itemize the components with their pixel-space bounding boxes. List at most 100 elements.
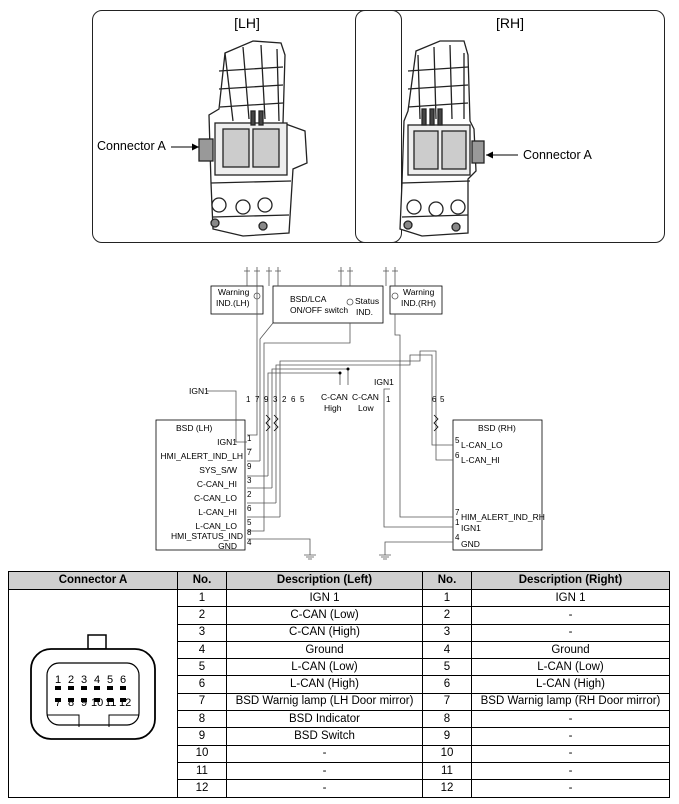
row-description-left: - bbox=[226, 779, 423, 798]
header-connector: Connector A bbox=[8, 571, 178, 590]
bsd-lh-pin-no: 2 bbox=[247, 490, 252, 499]
warning-lh-line1: Warning bbox=[218, 287, 250, 297]
status-line2: IND. bbox=[356, 307, 373, 317]
lh-module-illustration bbox=[171, 40, 308, 237]
warning-lh-line2: IND.(LH) bbox=[216, 298, 250, 308]
connector-pin-label: 3 bbox=[81, 674, 87, 686]
row-description-left: - bbox=[226, 744, 423, 763]
lh-wire-no-7: 5 bbox=[300, 395, 305, 404]
row-no-right: 1 bbox=[422, 588, 472, 608]
row-no-left: 4 bbox=[177, 640, 227, 660]
rh-wire-no-3: 5 bbox=[440, 395, 445, 404]
bsd-lh-pin-name: IGN1 bbox=[217, 437, 237, 447]
bsd-rh-pin-name: GND bbox=[461, 539, 480, 549]
lh-photo-panel: [LH] Connector A bbox=[92, 10, 402, 243]
connector-pin-label: 5 bbox=[107, 674, 113, 686]
row-description-right: - bbox=[471, 727, 670, 746]
bsd-rh-pin-no: 5 bbox=[455, 436, 460, 445]
row-no-right: 5 bbox=[422, 658, 472, 677]
row-no-right: 11 bbox=[422, 761, 472, 781]
row-description-right: - bbox=[471, 606, 670, 625]
table-row: 12-12- bbox=[9, 779, 670, 798]
row-no-right: 6 bbox=[422, 675, 472, 694]
bsd-rh-pin-name: L-CAN_LO bbox=[461, 440, 503, 450]
bsd-lh-pin-name: C-CAN_LO bbox=[194, 493, 237, 503]
row-no-right: 10 bbox=[422, 744, 472, 763]
rh-wire-no-2: 6 bbox=[432, 395, 437, 404]
lh-connector-a-callout: Connector A bbox=[97, 139, 166, 153]
connector-a-drawing-cell: 1 2 3 4 5 6 7 8 9 10 11 12 bbox=[8, 589, 178, 798]
row-no-right: 9 bbox=[422, 727, 472, 746]
ccan-low-line2: Low bbox=[358, 403, 374, 413]
bsd-lh-pin-no: 5 bbox=[247, 518, 252, 527]
row-description-left: Ground bbox=[226, 640, 423, 660]
row-description-left: BSD Switch bbox=[226, 727, 423, 746]
lh-wire-no-6: 6 bbox=[291, 395, 296, 404]
table-row: 1 2 3 4 5 6 7 8 9 10 11 12 1 bbox=[8, 588, 670, 798]
row-no-left: 1 bbox=[177, 588, 227, 608]
rh-photo-panel: [RH] Connector A bbox=[355, 10, 665, 243]
bsd-lh-pin-no: 4 bbox=[247, 538, 252, 547]
bsd-rh-title: BSD (RH) bbox=[478, 423, 516, 433]
bsd-rh-pin-name: IGN1 bbox=[461, 523, 481, 533]
row-no-left: 10 bbox=[177, 744, 227, 763]
connector-pin-label: 9 bbox=[81, 697, 87, 709]
header-description-left: Description (Left) bbox=[226, 571, 423, 590]
row-description-right: - bbox=[471, 744, 670, 763]
bsd-lh-pin-name: GND bbox=[218, 541, 237, 551]
lh-wire-no-4: 3 bbox=[273, 395, 278, 404]
row-no-left: 11 bbox=[177, 761, 227, 781]
ign1-right-label: IGN1 bbox=[374, 377, 394, 387]
connector-pin-label: 1 bbox=[55, 674, 61, 686]
row-no-left: 8 bbox=[177, 710, 227, 729]
row-no-left: 7 bbox=[177, 692, 227, 712]
bsd-rh-pin-name: HIM_ALERT_IND_RH bbox=[461, 512, 545, 522]
bsd-lh-title: BSD (LH) bbox=[176, 423, 213, 433]
wiring-schematic: Warning IND.(LH) BSD/LCA ON/OFF switch S… bbox=[155, 267, 545, 560]
connector-a-face-drawing: 1 2 3 4 5 6 7 8 9 10 11 12 bbox=[30, 634, 156, 740]
lh-wire-no-2: 7 bbox=[255, 395, 260, 404]
connector-pin-label: 4 bbox=[94, 674, 100, 686]
connector-pin-label: 12 bbox=[119, 697, 131, 709]
connector-pin-label: 11 bbox=[105, 697, 116, 709]
header-no-right: No. bbox=[422, 571, 472, 590]
table-row: 11-11- bbox=[9, 761, 670, 781]
row-no-left: 12 bbox=[177, 779, 227, 798]
ccan-low-line1: C-CAN bbox=[352, 392, 379, 402]
header-no-left: No. bbox=[177, 571, 227, 590]
lh-wire-no-1: 1 bbox=[246, 395, 251, 404]
bsd-rh-pin-no: 7 bbox=[455, 508, 460, 517]
bsd-lh-pin-no: 7 bbox=[247, 448, 252, 457]
row-no-left: 3 bbox=[177, 623, 227, 642]
rh-panel-title: [RH] bbox=[496, 15, 524, 31]
switch-line2: ON/OFF switch bbox=[290, 305, 348, 315]
rh-connector-a-callout: Connector A bbox=[523, 148, 592, 162]
row-no-left: 2 bbox=[177, 606, 227, 625]
connector-pinout-table: Connector A No. Description (Left) No. D… bbox=[8, 571, 670, 798]
row-no-left: 5 bbox=[177, 658, 227, 677]
warning-rh-line1: Warning bbox=[403, 287, 435, 297]
bsd-rh-pin-no: 4 bbox=[455, 533, 460, 542]
row-description-right: BSD Warnig lamp (RH Door mirror) bbox=[471, 692, 670, 712]
row-description-left: IGN 1 bbox=[226, 588, 423, 608]
bsd-lh-pins: IGN1 1 HMI_ALERT_IND_LH 7 SYS_S/W 9 C-CA… bbox=[160, 434, 252, 551]
bsd-lh-pin-no: 6 bbox=[247, 504, 252, 513]
bsd-lh-pin-no: 1 bbox=[247, 434, 252, 443]
table-header-row: Connector A No. Description (Left) No. D… bbox=[8, 571, 670, 590]
row-description-right: - bbox=[471, 761, 670, 781]
rh-module-illustration bbox=[399, 40, 518, 237]
warning-rh-line2: IND.(RH) bbox=[401, 298, 436, 308]
lh-panel-title: [LH] bbox=[234, 15, 260, 31]
lh-wire-no-5: 2 bbox=[282, 395, 287, 404]
bsd-rh-pin-name: L-CAN_HI bbox=[461, 455, 500, 465]
bsd-lh-pin-name: HMI_STATUS_IND bbox=[171, 531, 243, 541]
bsd-lh-pin-name: L-CAN_LO bbox=[195, 521, 237, 531]
row-no-right: 7 bbox=[422, 692, 472, 712]
row-no-right: 12 bbox=[422, 779, 472, 798]
row-description-left: BSD Indicator bbox=[226, 710, 423, 729]
